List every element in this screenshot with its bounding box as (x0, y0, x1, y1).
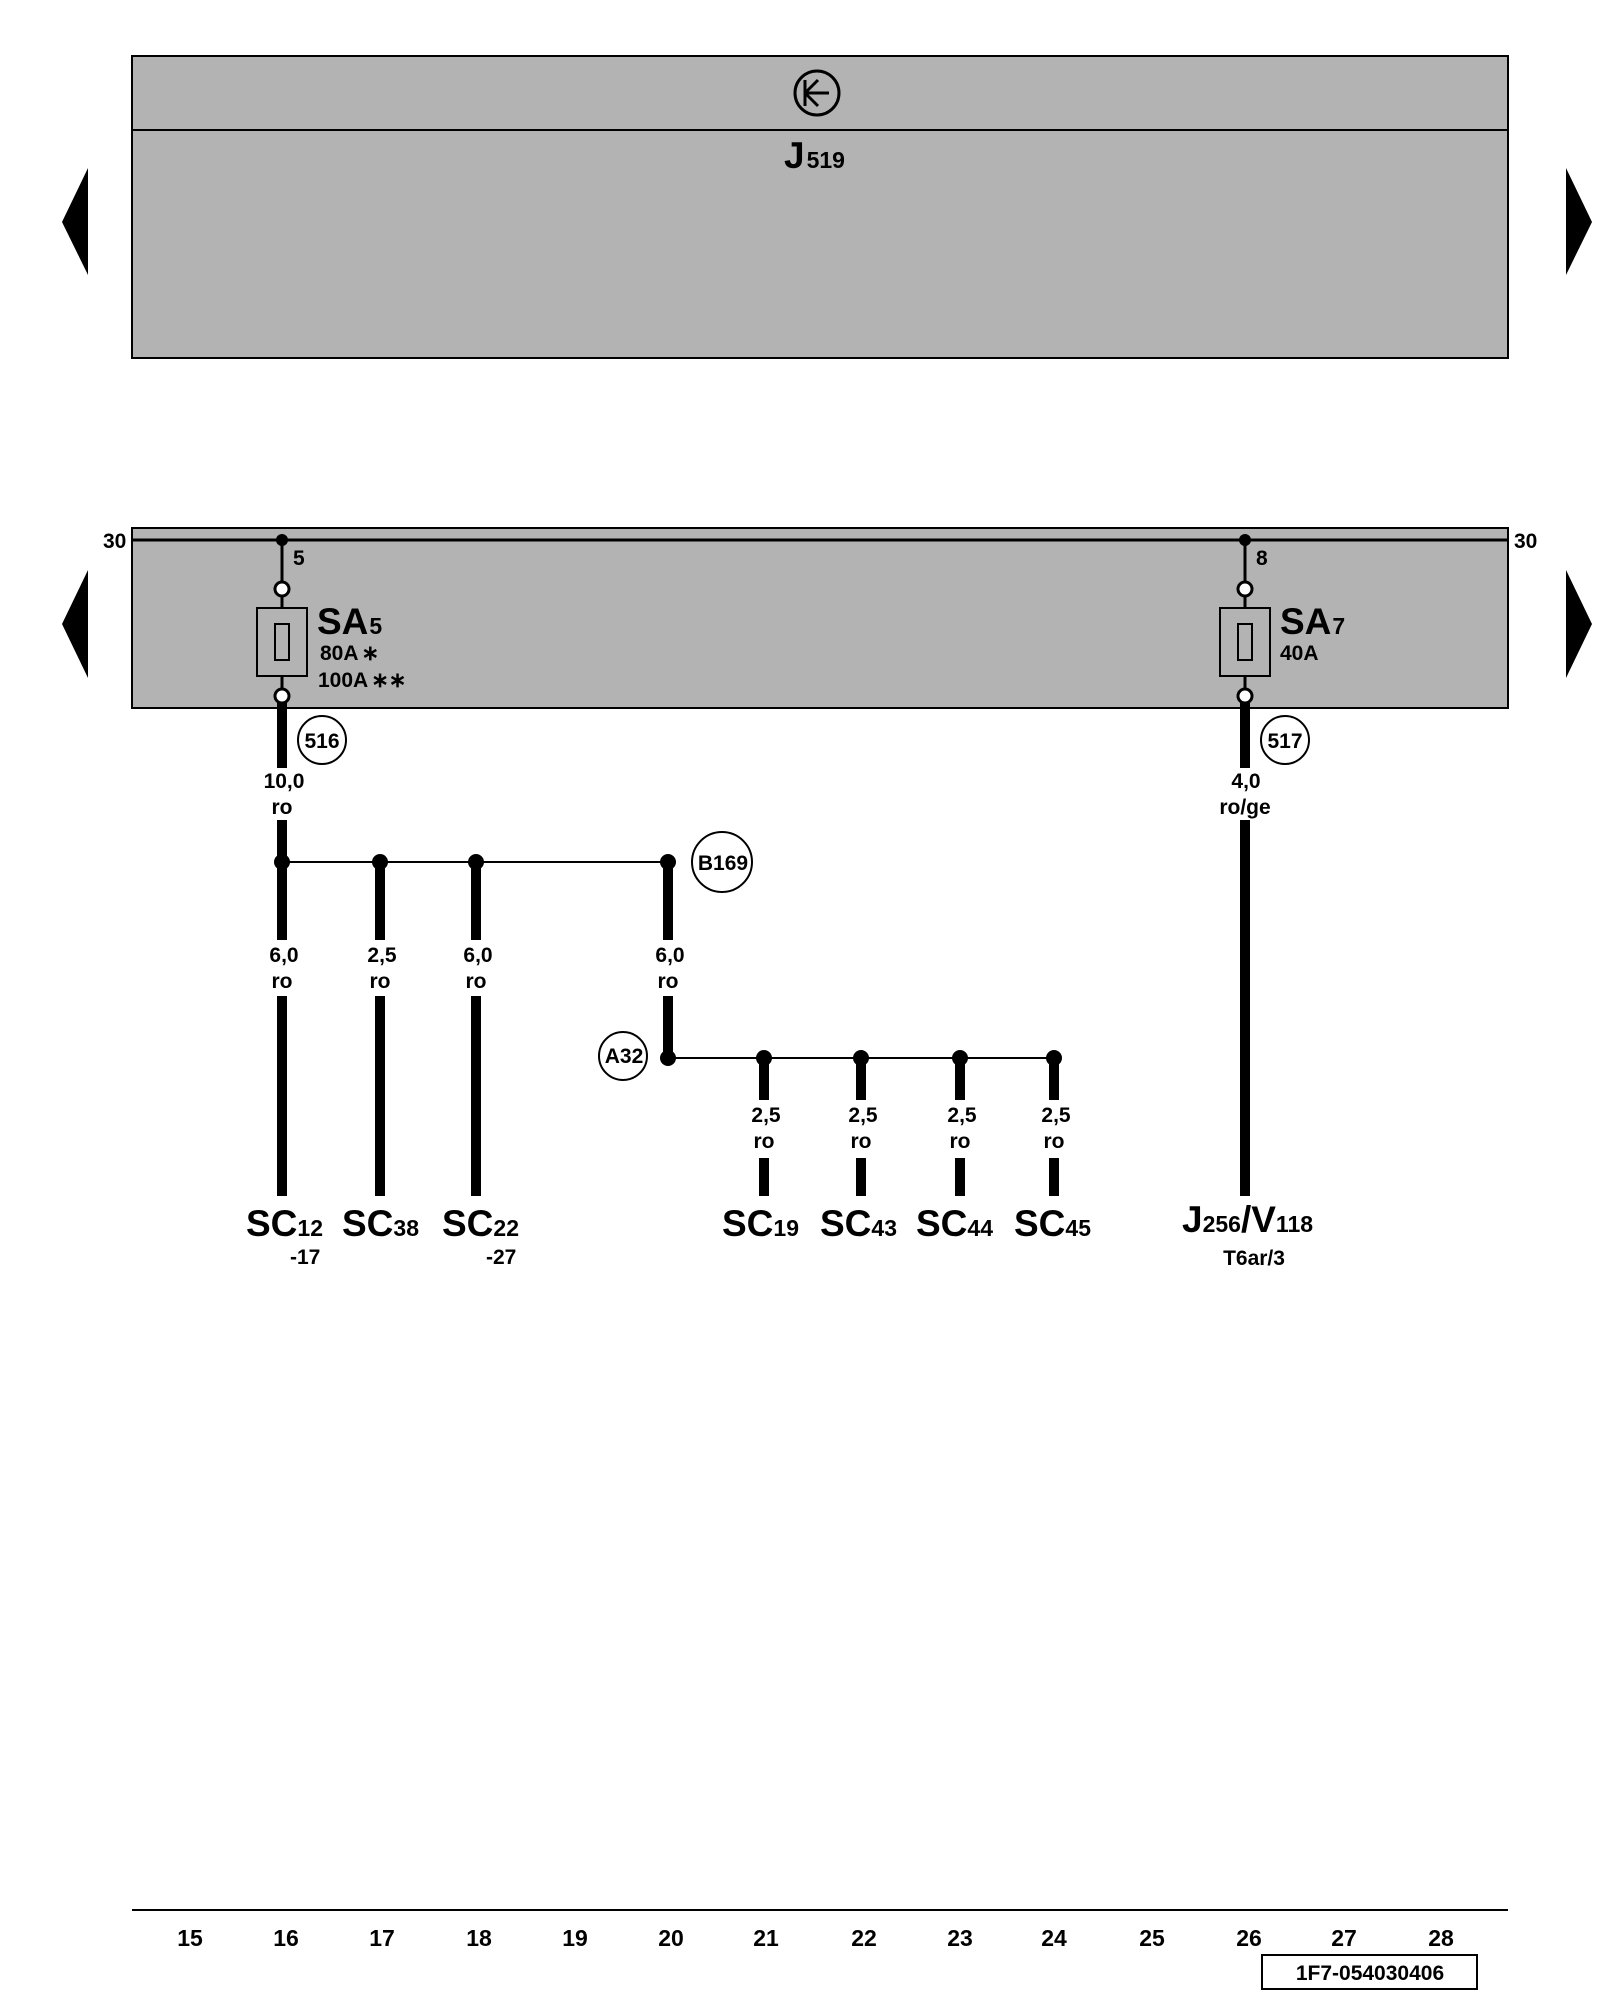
endpoint-sc38: SC38 (342, 1203, 419, 1244)
endpoint-j256-v118: J256/V118 (1182, 1199, 1313, 1240)
endpoint-sc12-extra: -17 (290, 1246, 320, 1269)
column-number: 25 (1139, 1925, 1165, 1951)
next-page-arrow-2[interactable] (1566, 570, 1592, 678)
connector-ref-A32: A32 (598, 1031, 648, 1081)
column-number: 19 (562, 1925, 588, 1951)
wiring (277, 703, 1250, 1196)
fuse-sa7-rating: 40A (1280, 642, 1319, 665)
column-number: 26 (1236, 1925, 1262, 1951)
relay-carrier-label: J519 (784, 135, 845, 176)
svg-text:517: 517 (1267, 730, 1302, 753)
wire-sc19-color: ro (754, 1130, 775, 1153)
column-number: 15 (177, 1925, 203, 1951)
endpoint-labels: SC12 -17 SC38 SC22 -27 SC19 SC43 SC44 SC… (246, 1199, 1313, 1270)
column-number: 21 (753, 1925, 779, 1951)
wire-sc44-size: 2,5 (947, 1104, 977, 1127)
prev-page-arrow[interactable] (62, 168, 88, 275)
column-number: 24 (1041, 1925, 1067, 1951)
column-number: 20 (658, 1925, 684, 1951)
wire-a32-color: ro (658, 970, 679, 993)
endpoint-sc44: SC44 (916, 1203, 993, 1244)
svg-text:1F7-054030406: 1F7-054030406 (1296, 1962, 1444, 1985)
wire-sc12-size: 6,0 (269, 944, 298, 967)
fuse-sa7: 8 SA7 40A (1219, 534, 1345, 705)
column-number: 22 (851, 1925, 877, 1951)
endpoint-sc45: SC45 (1014, 1203, 1091, 1244)
endpoint-sc19: SC19 (722, 1203, 799, 1244)
endpoint-sc22: SC22 (442, 1203, 519, 1244)
endpoint-sc22-extra: -27 (486, 1246, 516, 1269)
terminal-30-right: 30 (1514, 530, 1537, 553)
wire-sc38-size: 2,5 (367, 944, 397, 967)
column-number: 28 (1428, 1925, 1454, 1951)
fuse-sa5-label: SA5 (317, 601, 382, 642)
wire-a32-size: 6,0 (655, 944, 684, 967)
svg-text:B169: B169 (698, 852, 748, 875)
fuse-panel: 30 30 5 SA5 80A∗ 100A∗∗ 8 (103, 527, 1537, 709)
fuse-sa5-rating-1: 80A∗ (320, 642, 379, 665)
column-numbers: 15 16 17 18 19 20 21 22 23 24 25 26 27 28 (177, 1925, 1454, 1951)
svg-text:A32: A32 (605, 1045, 644, 1068)
column-number: 17 (369, 1925, 395, 1951)
wire-ref-516: 516 (297, 715, 347, 765)
svg-text:516: 516 (304, 730, 339, 753)
wire-labels: 10,0 ro 4,0 ro/ge 6,0 ro 2,5 ro 6,0 ro 6… (264, 770, 1271, 1153)
endpoint-sc43: SC43 (820, 1203, 897, 1244)
pin-5: 5 (293, 547, 305, 570)
wire-sc19-size: 2,5 (751, 1104, 781, 1127)
connector-ref-B169: B169 (691, 831, 753, 893)
wire-sc45-color: ro (1044, 1130, 1065, 1153)
column-number: 27 (1331, 1925, 1357, 1951)
prev-page-arrow-2[interactable] (62, 570, 88, 678)
junction-dots (274, 854, 1062, 1066)
wire-sa7-size: 4,0 (1231, 770, 1260, 793)
next-page-arrow[interactable] (1566, 168, 1592, 275)
fuse-sa5-rating-2: 100A∗∗ (318, 669, 406, 692)
wire-sa5-size: 10,0 (264, 770, 305, 793)
relay-carrier-panel: J519 (131, 55, 1509, 359)
wire-sc45-size: 2,5 (1041, 1104, 1071, 1127)
endpoint-sc12: SC12 (246, 1203, 323, 1244)
wire-sc22-size: 6,0 (463, 944, 492, 967)
wire-sc12-color: ro (272, 970, 293, 993)
column-number: 16 (273, 1925, 299, 1951)
endpoint-j256-extra: T6ar/3 (1223, 1247, 1285, 1270)
column-number: 23 (947, 1925, 973, 1951)
pin-8: 8 (1256, 547, 1268, 570)
fuse-sa5: 5 SA5 80A∗ 100A∗∗ (256, 534, 406, 705)
wire-sc44-color: ro (950, 1130, 971, 1153)
wire-sa7-color: ro/ge (1219, 796, 1270, 819)
wire-sc43-color: ro (851, 1130, 872, 1153)
wire-ref-517: 517 (1260, 715, 1310, 765)
fuse-sa7-label: SA7 (1280, 601, 1345, 642)
terminal-30-left: 30 (103, 530, 126, 553)
wire-sc38-color: ro (370, 970, 391, 993)
wire-sc43-size: 2,5 (848, 1104, 878, 1127)
diagram-code-box: 1F7-054030406 (1261, 1954, 1478, 1990)
column-number: 18 (466, 1925, 492, 1951)
relay-carrier-icon (793, 69, 841, 117)
wire-sc22-color: ro (466, 970, 487, 993)
wire-sa5-color: ro (272, 796, 293, 819)
